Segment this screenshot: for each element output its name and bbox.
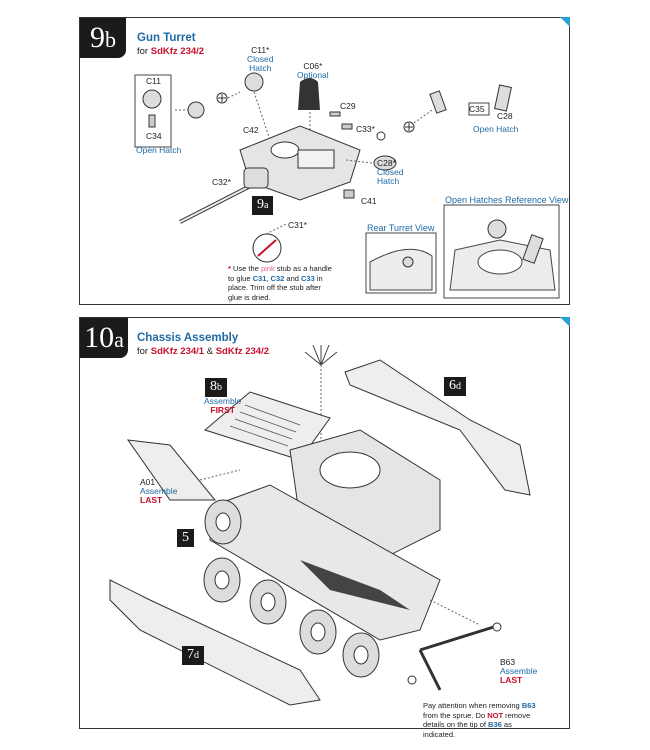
label-c29: C29 xyxy=(340,101,356,111)
step-10a-badge: 10a xyxy=(80,318,128,358)
step-10a-title: Chassis Assembly xyxy=(137,332,239,344)
bar-b63-part xyxy=(418,623,501,691)
step-9b-subtitle: for SdKfz 234/2 xyxy=(137,46,205,57)
hinge-c34-part xyxy=(148,114,156,128)
plate-a01-part xyxy=(126,439,217,501)
deck-8b-part xyxy=(203,391,331,461)
label-c06: C06*Optional xyxy=(297,61,329,80)
open-hatch-left-box xyxy=(134,74,172,148)
open-hatches-reference-title: Open Hatches Reference View xyxy=(445,195,569,205)
b63-removal-note: Pay attention when removing B63 from the… xyxy=(423,701,536,739)
glue-handle-note: * Use the pink stub as a handle to glue … xyxy=(228,264,332,302)
label-c42: C42 xyxy=(243,125,259,135)
step-9b-badge: 9b xyxy=(80,18,126,58)
label-open-hatch-right: Open Hatch xyxy=(473,124,519,134)
label-c34: C34 xyxy=(146,131,162,141)
step-number: 9 xyxy=(90,21,105,54)
panel-corner-accent xyxy=(560,17,570,27)
ref-step-5-tag: 5 xyxy=(177,529,194,547)
model-name: SdKfz 234/2 xyxy=(150,46,205,57)
step-sub-letter: b xyxy=(105,27,116,52)
label-c35: C35 xyxy=(469,104,485,114)
label-c32: C32* xyxy=(212,177,231,187)
step-sub-letter: a xyxy=(114,327,124,352)
panel-corner-accent xyxy=(560,317,570,327)
label-c41: C41 xyxy=(361,196,377,206)
step-9b-title: Gun Turret xyxy=(137,32,196,44)
ref-step-8b-tag: 8b xyxy=(205,378,227,397)
label-open-hatch-left: Open Hatch xyxy=(136,145,182,155)
label-c31: C31* xyxy=(288,220,307,230)
rear-turret-view-title: Rear Turret View xyxy=(367,223,435,233)
label-c28: C28 xyxy=(497,111,513,121)
hatch-c11-closed-part xyxy=(244,72,264,92)
fender-6d-part xyxy=(344,359,531,496)
label-c33: C33* xyxy=(356,124,375,134)
ref-step-7d-tag: 7d xyxy=(182,646,204,665)
step-number: 10 xyxy=(84,321,115,354)
step-10a-subtitle: for SdKfz 234/1 & SdKfz 234/2 xyxy=(137,346,270,357)
label-c11: C11 xyxy=(146,76,161,86)
hatch-c11-part xyxy=(142,89,162,109)
fender-7d-part xyxy=(109,579,321,706)
figure-c06-part xyxy=(298,78,320,110)
ref-step-9a-tag: 9a xyxy=(252,196,274,215)
ref-step-6d-tag: 6d xyxy=(444,377,466,396)
